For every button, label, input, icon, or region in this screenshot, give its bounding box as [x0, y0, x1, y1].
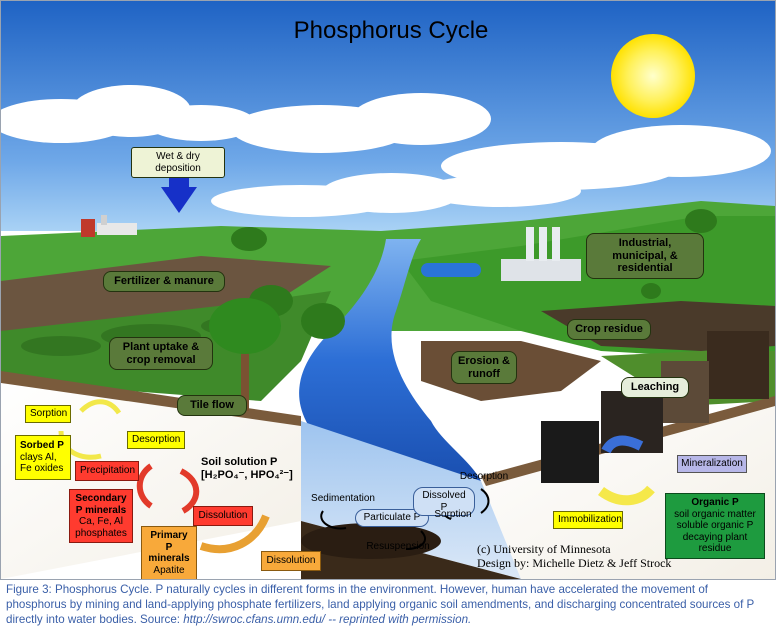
- cloud-icon: [1, 85, 771, 217]
- organic-p-title: Organic P: [691, 497, 739, 508]
- credit-line-2: Design by: Michelle Dietz & Jeff Strock: [477, 556, 672, 570]
- soil-solution-formula: [H₂PO₄⁻, HPO₄²⁻]: [201, 468, 293, 481]
- sorbed-p-body: clays Al, Fe oxides: [20, 451, 64, 475]
- fertilizer-label: Fertilizer & manure: [103, 271, 225, 292]
- particulate-p-label: Particulate P: [355, 509, 429, 527]
- fertilizer-field: [1, 256, 331, 331]
- erosion-label: Erosion & runoff: [451, 351, 517, 385]
- tile-flow-label: Tile flow: [177, 395, 247, 416]
- secondary-p-body: Ca, Fe, Al phosphates: [75, 516, 127, 539]
- water-cross-section: [301, 421, 521, 579]
- sorption-water-label: Sorption: [434, 509, 472, 520]
- primary-p-body: Apatite: [153, 564, 185, 576]
- deposition-label: Wet & dry deposition: [131, 147, 225, 178]
- precipitation-label: Precipitation: [75, 461, 139, 481]
- dissolved-p-label: Dissolved P: [413, 487, 475, 516]
- organic-p-body: soil organic matter soluble organic P de…: [674, 508, 756, 555]
- sorption-label: Sorption: [25, 405, 71, 423]
- river: [299, 239, 481, 481]
- diagram-frame: Phosphorus Cycle Wet & dry deposition Fe…: [0, 0, 776, 580]
- page-title: Phosphorus Cycle: [293, 17, 489, 44]
- immobilization-label: Immobilization: [553, 511, 623, 529]
- secondary-p-box: Secondary P minerals Ca, Fe, Al phosphat…: [69, 489, 133, 543]
- primary-p-title: Primary P minerals: [148, 530, 190, 564]
- primary-p-box: Primary P minerals Apatite: [141, 526, 197, 579]
- dissolution-label-1: Dissolution: [193, 506, 253, 526]
- credit-line-1: (c) University of Minnesota: [477, 542, 611, 556]
- sorbed-p-title: Sorbed P: [20, 440, 64, 451]
- figure-caption: Figure 3: Phosphorus Cycle. P naturally …: [6, 582, 770, 627]
- resuspension-label: Resuspension: [366, 541, 430, 552]
- mineralization-label: Mineralization: [677, 455, 747, 473]
- secondary-p-title: Secondary P minerals: [75, 493, 127, 516]
- sun-icon: [611, 34, 695, 118]
- leaching-label: Leaching: [621, 377, 689, 398]
- desorption-label: Desorption: [127, 431, 185, 449]
- industrial-label: Industrial, municipal, & residential: [586, 233, 704, 279]
- tree-icon: [209, 209, 717, 411]
- crop-residue-label: Crop residue: [567, 319, 651, 340]
- sedimentation-label: Sedimentation: [311, 493, 375, 504]
- soil-solution-title: Soil solution P: [201, 456, 278, 468]
- phosphorus-cycle-illustration: [1, 1, 775, 579]
- plant-uptake-label: Plant uptake & crop removal: [109, 337, 213, 371]
- sorbed-p-box: Sorbed P clays Al, Fe oxides: [15, 435, 71, 480]
- dissolution-label-2: Dissolution: [261, 551, 321, 571]
- farm-icon: [81, 215, 137, 237]
- soil-profile-photos: [541, 331, 769, 483]
- desorption-water-label: Desorption: [459, 471, 509, 482]
- caption-text: Figure 3: Phosphorus Cycle. P naturally …: [6, 583, 755, 627]
- organic-p-box: Organic P soil organic matter soluble or…: [665, 493, 765, 559]
- soil-solution-box: Soil solution P [H₂PO₄⁻, HPO₄²⁻]: [201, 456, 301, 481]
- caption-source: http://swroc.cfans.umn.edu/ -- reprinted…: [183, 613, 472, 627]
- factory-icon: [421, 227, 581, 281]
